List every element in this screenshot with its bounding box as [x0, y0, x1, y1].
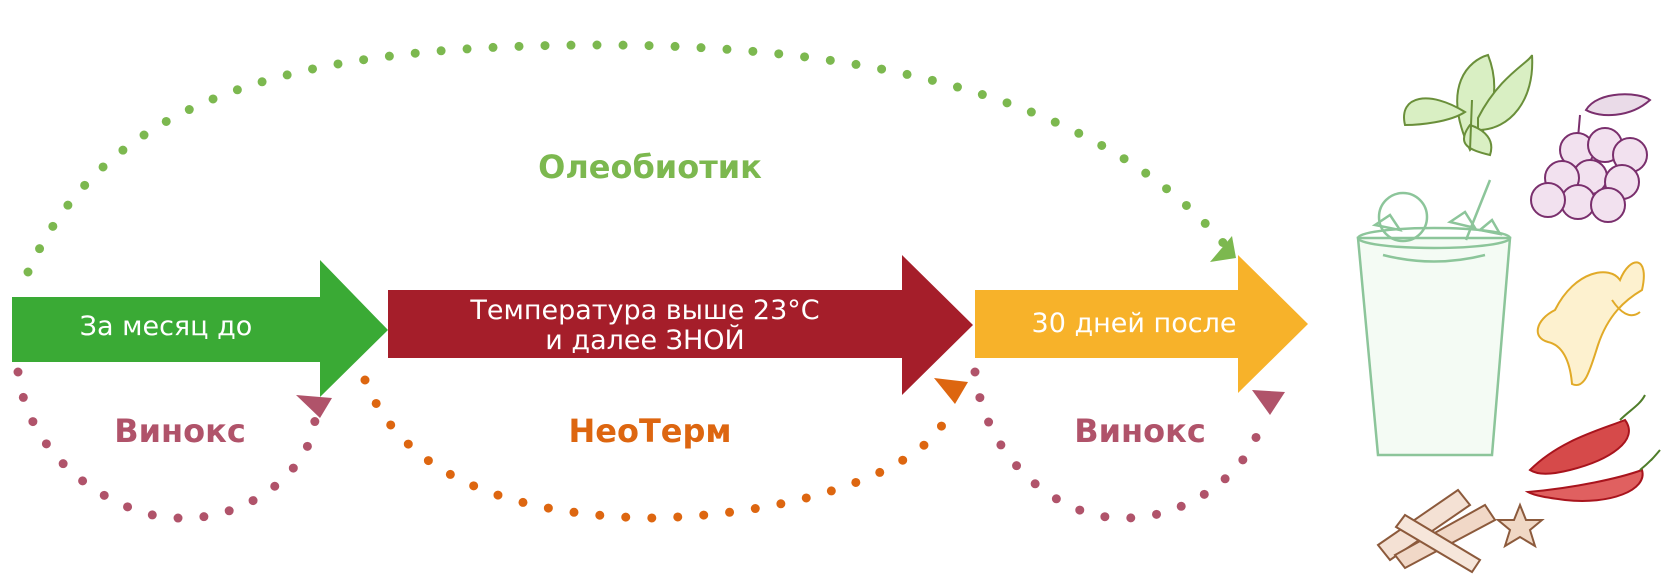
- cinnamon-star-anise-illustration: [1376, 488, 1545, 574]
- arrow-temperature-label: Температура выше 23°С и далее ЗНОЙ: [388, 296, 902, 356]
- right-cycle-arrowhead: [1252, 390, 1285, 415]
- arrow-month-before: [12, 260, 388, 397]
- arrow-temperature-line-1: Температура выше 23°С: [470, 295, 820, 326]
- top-cycle-label: Олеобиотик: [538, 148, 762, 186]
- right-cycle-label: Винокс: [1074, 412, 1206, 450]
- chili-peppers-illustration: [1524, 394, 1661, 502]
- arrow-temperature: [388, 255, 973, 395]
- middle-cycle-arrowhead: [934, 378, 968, 404]
- mint-leaves-illustration: [1403, 53, 1534, 157]
- arrow-30-days-after-label: 30 дней после: [1031, 308, 1237, 339]
- grapes-illustration: [1530, 93, 1652, 223]
- left-cycle-label: Винокс: [114, 412, 246, 450]
- middle-cycle-label: НеоТерм: [568, 412, 732, 450]
- smoothie-glass-illustration: [1356, 179, 1512, 457]
- middle-cycle-loop: [360, 375, 950, 523]
- ginger-illustration: [1536, 261, 1645, 387]
- left-cycle-arrowhead: [296, 395, 332, 418]
- arrow-temperature-line-2: и далее ЗНОЙ: [545, 325, 745, 356]
- left-cycle-loop: [13, 367, 320, 523]
- arrow-month-before-label: За месяц до: [79, 311, 253, 342]
- top-cycle-arrowhead: [1210, 236, 1236, 262]
- top-cycle-loop: [23, 40, 1230, 277]
- arrow-30-days-after: [975, 255, 1308, 393]
